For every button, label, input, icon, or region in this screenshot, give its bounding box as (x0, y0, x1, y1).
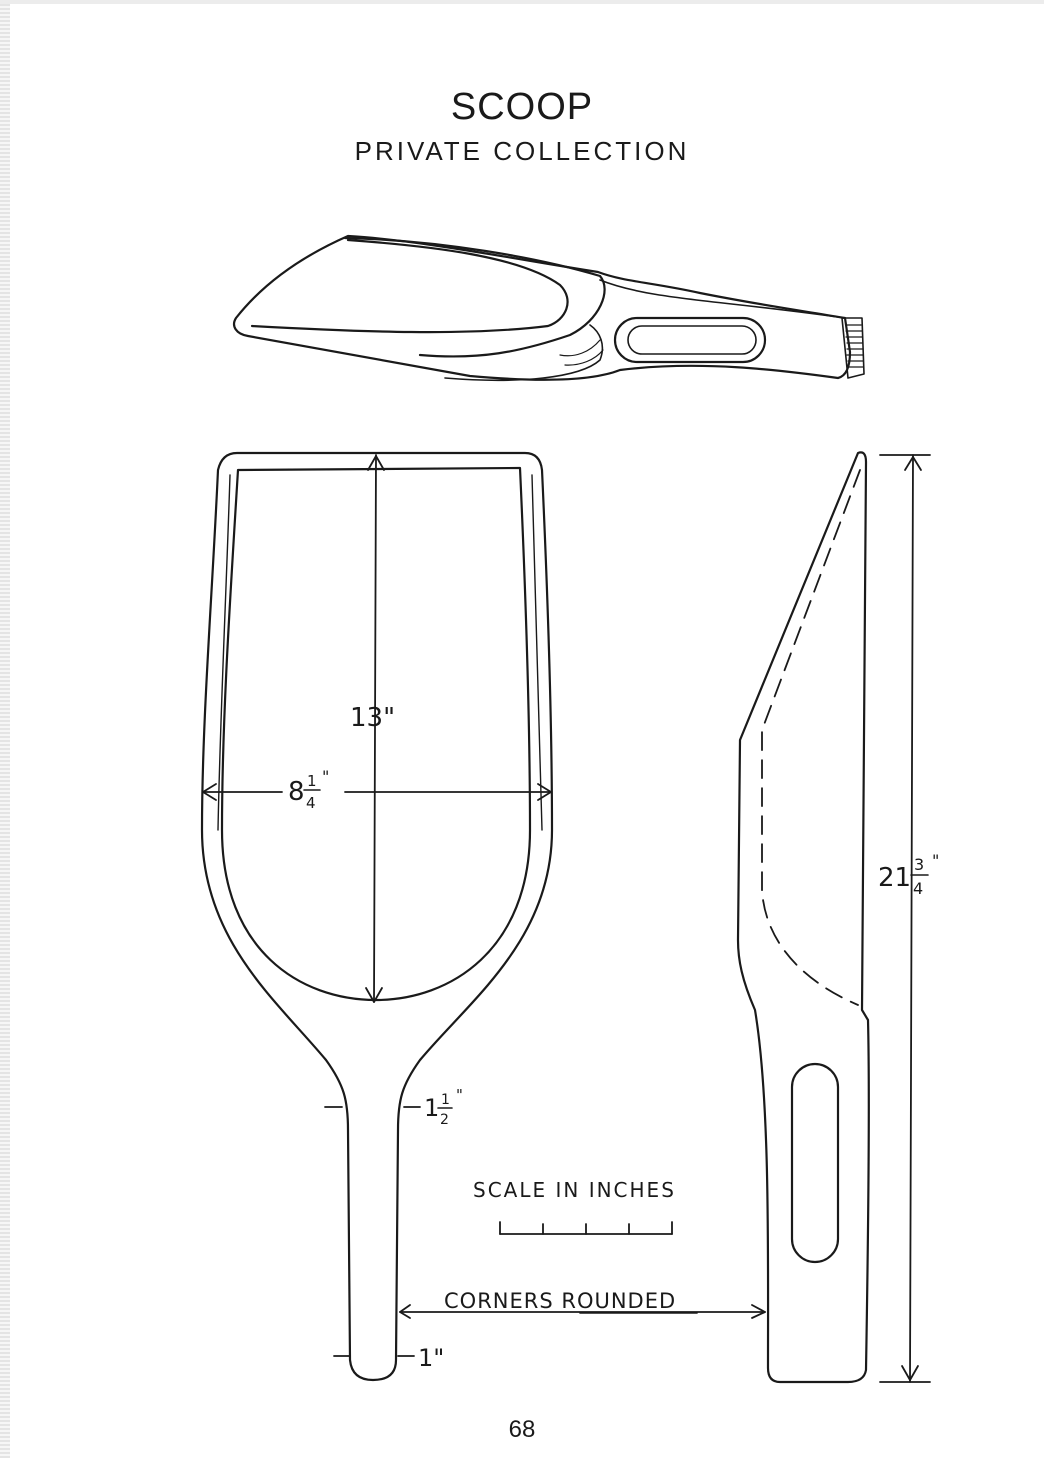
label-width-frac-den: 4 (306, 794, 316, 812)
perspective-scoop-outline (234, 236, 850, 380)
perspective-view (234, 236, 864, 380)
label-overall-frac-num: 3 (914, 855, 924, 874)
side-outline (738, 452, 869, 1382)
perspective-shading (560, 340, 603, 365)
label-neck-frac-den: 2 (440, 1112, 449, 1128)
dim-overall-line (910, 455, 913, 1382)
label-width-whole: 8 (288, 777, 305, 807)
label-corners-rounded: CORNERS ROUNDED (444, 1289, 676, 1313)
perspective-handle-slot (615, 318, 765, 362)
perspective-neck-line (600, 280, 845, 318)
scale-bar (500, 1222, 672, 1234)
side-view (738, 452, 930, 1382)
side-bowl-dashed (762, 470, 860, 1005)
label-width-unit: " (322, 767, 329, 786)
perspective-bowl-underside (445, 325, 602, 380)
label-overall-unit: " (932, 851, 939, 870)
label-length: 13" (350, 703, 395, 733)
page-number: 68 (0, 1416, 1044, 1444)
plan-outline (202, 453, 552, 1380)
plan-rim-right (532, 475, 542, 830)
plan-view (202, 453, 552, 1380)
perspective-handle-slot-inner (628, 326, 756, 354)
label-scale: SCALE IN INCHES (473, 1178, 676, 1202)
label-width-frac-num: 1 (307, 772, 317, 790)
label-neck-frac-num: 1 (441, 1092, 450, 1108)
side-handle-slot (792, 1064, 838, 1262)
label-neck-unit: " (456, 1086, 463, 1104)
label-end: 1" (418, 1344, 444, 1372)
perspective-bowl-inner (252, 240, 568, 332)
label-overall-whole: 21 (878, 863, 911, 893)
label-neck-whole: 1 (424, 1094, 439, 1122)
label-overall-frac-den: 4 (913, 879, 923, 898)
